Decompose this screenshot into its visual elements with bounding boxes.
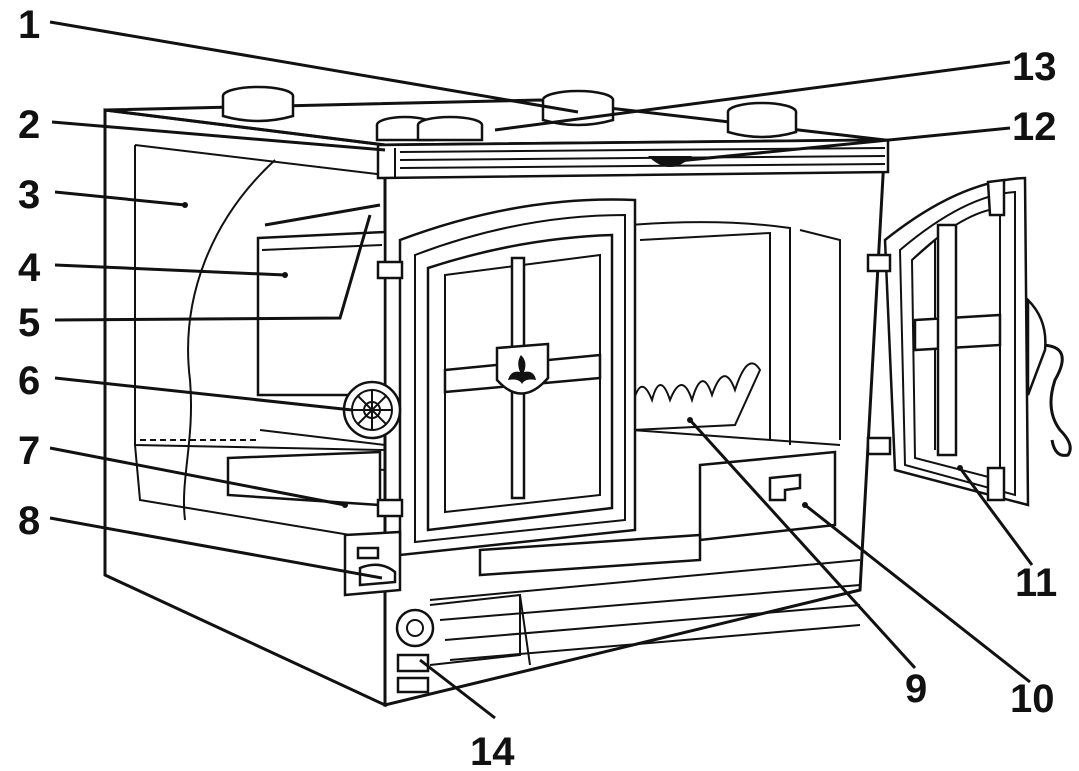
leader-2 xyxy=(51,120,386,152)
callout-3: 3 xyxy=(18,173,40,217)
flue-collars xyxy=(221,85,798,142)
flue-collar-front-center xyxy=(416,115,484,142)
door-hinge-upper xyxy=(376,260,404,280)
leader-13 xyxy=(494,60,1011,132)
callout-13: 13 xyxy=(1012,45,1057,89)
callout-1: 1 xyxy=(18,3,40,47)
callout-10: 10 xyxy=(1010,677,1055,721)
callout-8: 8 xyxy=(18,499,40,543)
callout-2: 2 xyxy=(18,103,40,147)
flue-collar-right xyxy=(726,101,798,139)
callout-7: 7 xyxy=(18,429,40,473)
flue-collar-back-center xyxy=(541,89,615,127)
callout-14: 14 xyxy=(470,730,515,771)
callout-11: 11 xyxy=(1015,561,1057,605)
top-trim-rail xyxy=(376,138,890,180)
lower-section xyxy=(343,450,861,694)
callout-9: 9 xyxy=(905,667,927,711)
leader-6 xyxy=(54,376,353,412)
callout-12: 12 xyxy=(1012,105,1057,149)
leader-3 xyxy=(54,190,186,207)
ash-drawer-handle xyxy=(768,473,802,502)
callout-labels: 1 2 3 4 5 6 7 8 9 10 11 12 13 14 xyxy=(18,3,1057,771)
leader-12 xyxy=(667,126,1011,164)
leader-10 xyxy=(804,503,1031,684)
callout-6: 6 xyxy=(18,359,40,403)
leader-5 xyxy=(54,214,372,322)
leader-9 xyxy=(688,418,917,670)
callout-4: 4 xyxy=(18,246,41,290)
air-control-wheel xyxy=(342,380,402,440)
leader-lines xyxy=(49,20,1034,720)
leader-7 xyxy=(49,446,346,507)
leader-8 xyxy=(49,516,383,580)
door-hinge-lower xyxy=(376,498,404,518)
leader-11 xyxy=(958,467,1034,566)
main-door xyxy=(376,198,637,557)
flue-collar-back-left xyxy=(221,85,295,123)
ash-drawer xyxy=(698,450,837,542)
leader-1 xyxy=(49,20,579,114)
side-door xyxy=(866,176,1072,507)
leader-4 xyxy=(54,263,286,277)
callout-5: 5 xyxy=(18,301,40,345)
leader-14 xyxy=(419,658,496,720)
